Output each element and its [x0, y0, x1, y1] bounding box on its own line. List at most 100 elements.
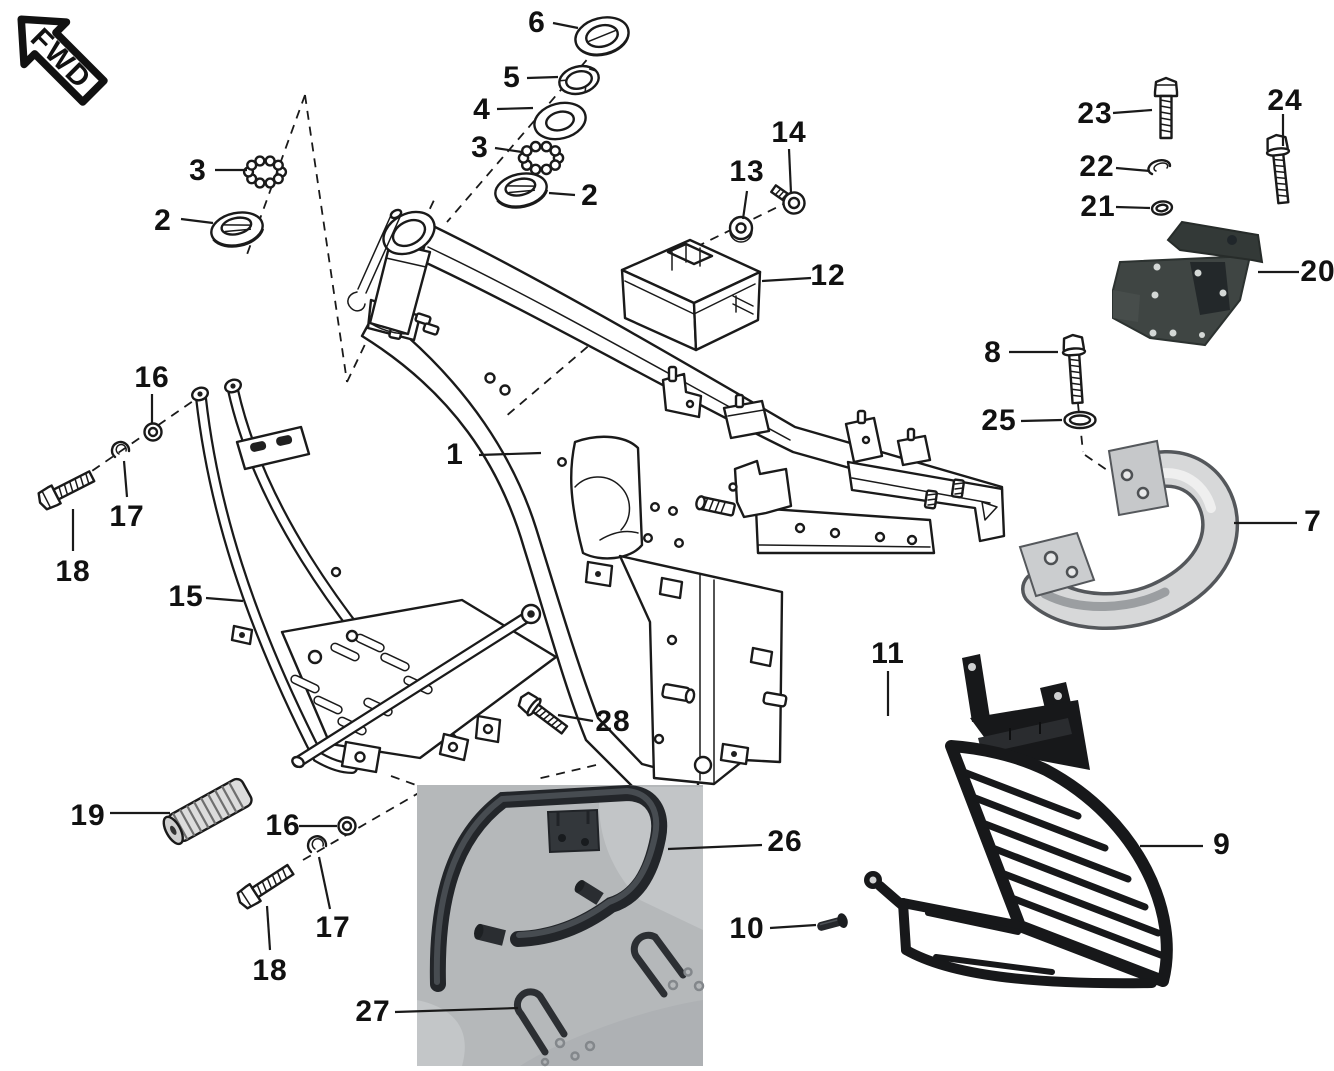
part-label-6: 6	[528, 6, 546, 39]
battery-box	[620, 238, 762, 352]
part-label-13: 13	[729, 155, 765, 188]
part-label-16: 16	[265, 809, 301, 842]
bolt-18-top	[37, 470, 96, 511]
bolt-8	[1061, 333, 1087, 405]
part-2-race-upper	[494, 172, 548, 209]
frame-small-bolts	[557, 457, 685, 549]
part-6-washer	[574, 16, 630, 57]
frame-center-plate	[618, 554, 788, 786]
washer-16-bottom	[337, 816, 357, 836]
leader-line-12	[761, 276, 812, 283]
rear-rails	[754, 460, 1006, 555]
leader-line-13	[741, 190, 749, 220]
washer-17-top	[110, 440, 131, 459]
leader-line-18	[265, 905, 272, 951]
bolt-18-bottom	[236, 863, 295, 910]
bolt-23	[1153, 76, 1179, 140]
screw-10	[817, 913, 848, 931]
part-label-23: 23	[1077, 97, 1113, 130]
part-label-2: 2	[581, 179, 599, 212]
leader-line-25	[1020, 418, 1063, 423]
bolt-28	[517, 691, 569, 735]
left-hardware	[37, 422, 848, 931]
part-label-22: 22	[1079, 150, 1115, 183]
part-3-bearing-upper	[517, 140, 565, 176]
part-label-4: 4	[473, 93, 491, 126]
washer-17-bottom	[306, 835, 328, 854]
leader-line-2	[180, 217, 214, 225]
part-label-16: 16	[134, 361, 170, 394]
leader-line-1	[478, 451, 542, 457]
part-label-10: 10	[729, 912, 765, 945]
steering-stem-parts	[210, 16, 630, 248]
main-frame	[347, 208, 1006, 794]
part-label-27: 27	[355, 995, 391, 1028]
part-label-2: 2	[154, 204, 172, 237]
engine-mount-bracket	[695, 459, 793, 519]
part-label-17: 17	[109, 500, 145, 533]
grab-bar-7-photo	[1018, 439, 1240, 631]
leader-line-26	[667, 843, 763, 851]
steering-stop-rod	[347, 208, 403, 312]
part-label-24: 24	[1267, 84, 1303, 117]
part-5-locknut	[558, 64, 600, 96]
footpeg-19	[162, 777, 253, 846]
head-tube	[368, 210, 436, 336]
part-label-25: 25	[981, 404, 1017, 437]
leader-line-14	[787, 148, 793, 194]
part-label-17: 17	[315, 911, 351, 944]
leader-line-15	[205, 596, 244, 603]
washer-21	[1150, 200, 1174, 216]
right-hardware	[1061, 76, 1291, 430]
leader-line-6	[552, 21, 579, 30]
part-label-26: 26	[767, 825, 803, 858]
luggage-rack-9-photo	[864, 654, 1173, 989]
fwd-badge: FWD	[17, 15, 108, 106]
part-label-19: 19	[70, 799, 106, 832]
part-label-15: 15	[168, 580, 204, 613]
u-bolts-27	[513, 931, 687, 1056]
bolt-24	[1265, 133, 1291, 205]
part-label-8: 8	[984, 336, 1002, 369]
part-13-washer	[728, 215, 754, 243]
crash-bar-26	[429, 784, 668, 992]
leader-line-4	[496, 106, 534, 111]
leader-line-10	[769, 923, 817, 930]
part-label-3: 3	[189, 154, 207, 187]
part-label-18: 18	[252, 954, 288, 987]
leader-line-27	[394, 1006, 519, 1014]
part-label-20: 20	[1300, 255, 1334, 288]
part-label-9: 9	[1213, 828, 1231, 861]
part-label-21: 21	[1080, 190, 1116, 223]
part-2-race-left	[210, 211, 264, 248]
leader-line-28	[557, 713, 594, 723]
leader-line-23	[1112, 108, 1153, 115]
inset-small-hardware	[540, 967, 705, 1067]
backbone-brackets	[661, 365, 932, 467]
bracket-20-photo	[1112, 220, 1264, 347]
sub-frame	[191, 378, 558, 774]
washer-22	[1147, 159, 1172, 176]
part-label-7: 7	[1304, 505, 1322, 538]
washer-16-top	[143, 422, 163, 442]
leader-line-21	[1115, 205, 1151, 210]
plate-bolts	[794, 522, 918, 546]
inset-photo	[417, 784, 705, 1067]
oring-25	[1063, 410, 1097, 430]
part-label-3: 3	[471, 131, 489, 164]
part-label-12: 12	[810, 259, 846, 292]
part-label-28: 28	[595, 705, 631, 738]
part-14-screw	[770, 184, 806, 215]
leader-line-3	[494, 146, 523, 154]
part-label-1: 1	[446, 438, 464, 471]
fwd-arrow-icon	[17, 15, 108, 106]
leader-lines	[71, 21, 1299, 1014]
leader-line-22	[1115, 166, 1151, 173]
part-label-14: 14	[771, 116, 807, 149]
leader-line-17	[122, 460, 129, 498]
leader-line-2	[548, 191, 576, 197]
part-label-5: 5	[503, 61, 521, 94]
part-4-race	[533, 101, 587, 141]
